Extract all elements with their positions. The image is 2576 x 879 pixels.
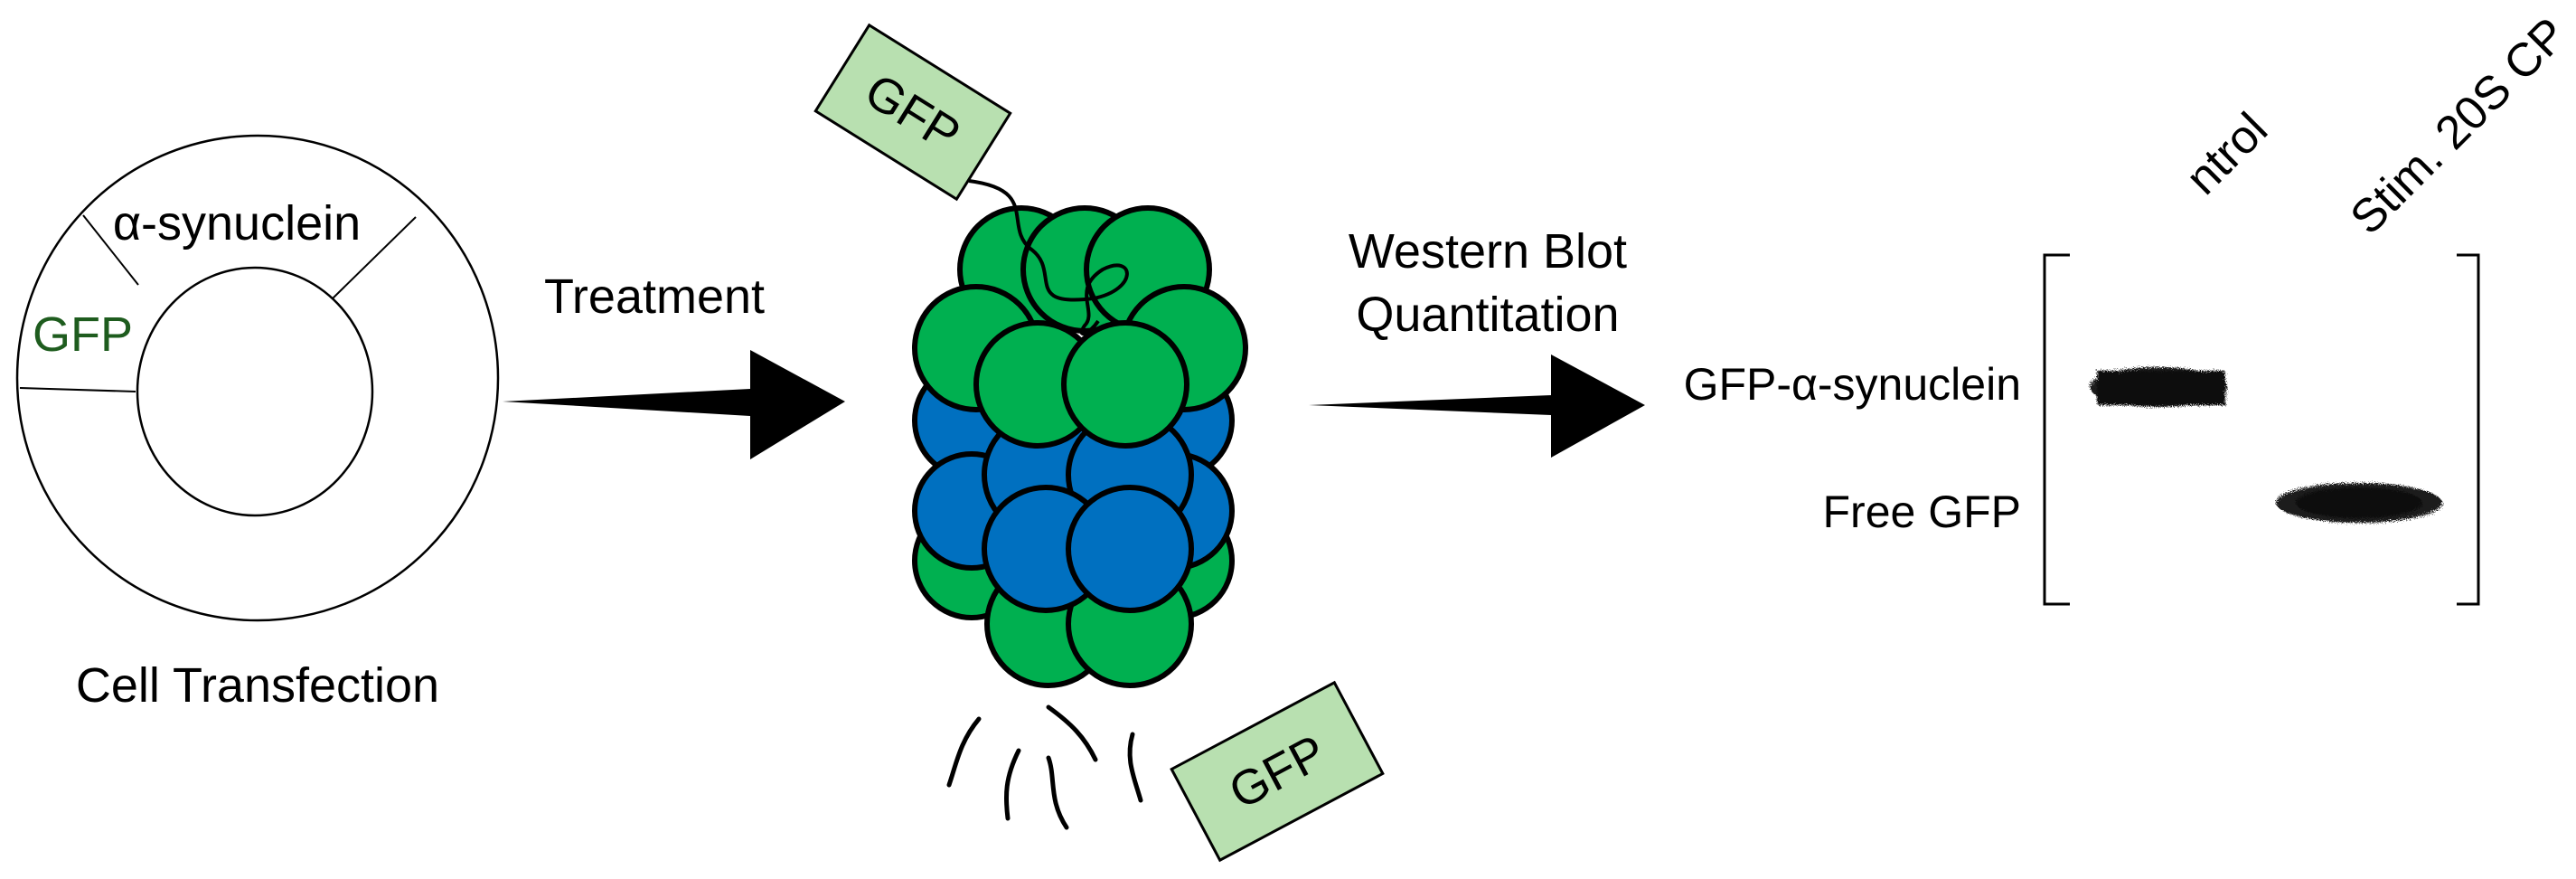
blot-band-control: [2090, 367, 2227, 407]
proteasome-group: [912, 205, 1248, 688]
alpha-subunit: [1061, 320, 1189, 449]
cell-transfection-caption: Cell Transfection: [76, 658, 439, 713]
western-blot-label-line1: Western Blot: [1349, 224, 1627, 279]
peptide-fragment: [1003, 748, 1021, 821]
cell-gfp-label: GFP: [33, 307, 133, 362]
substrate-strand: [968, 179, 1129, 336]
cell-nucleus: [136, 266, 374, 517]
blot-right-bracket: [2457, 253, 2480, 606]
row-label-free-gfp: Free GFP: [1823, 487, 2021, 537]
gfp-tag-bottom: GFP: [1170, 680, 1385, 863]
peptide-fragment: [1046, 704, 1098, 762]
lane-label-stim-20s-cp: Stim. 20S CP: [2340, 8, 2576, 245]
blot-band-stim: [2276, 483, 2442, 523]
cell-divider-left-top: [82, 214, 139, 286]
western-blot-label-line2: Quantitation: [1356, 288, 1619, 342]
peptide-fragment: [946, 716, 982, 788]
gfp-tag-top: GFP: [813, 23, 1012, 202]
alpha-synuclein-label: α-synuclein: [113, 196, 361, 250]
peptide-fragment: [1127, 732, 1143, 803]
row-label-gfp-alpha-synuclein: GFP-α-synuclein: [1684, 359, 2021, 410]
western-blot-arrow: [1309, 354, 1645, 458]
gfp-tag-top-box: [813, 23, 1012, 202]
cell-divider-left-bottom: [19, 387, 136, 392]
blot-left-bracket: [2043, 253, 2070, 606]
cell-divider-right: [332, 216, 417, 299]
cell-outer-membrane: [15, 134, 500, 622]
treatment-arrow: [503, 350, 845, 459]
gfp-tag-bottom-box: [1170, 680, 1385, 863]
peptide-fragments: [946, 704, 1143, 830]
lane-label-control: ntrol: [2176, 103, 2278, 205]
peptide-fragment: [1046, 755, 1069, 830]
cell-group: α-synuclein GFP Cell Transfection: [15, 134, 500, 713]
western-blot-panel: ntrol Stim. 20S CP GFP-α-synuclein Free …: [1684, 8, 2576, 606]
beta-subunit: [1066, 485, 1194, 613]
treatment-label: Treatment: [544, 269, 765, 324]
